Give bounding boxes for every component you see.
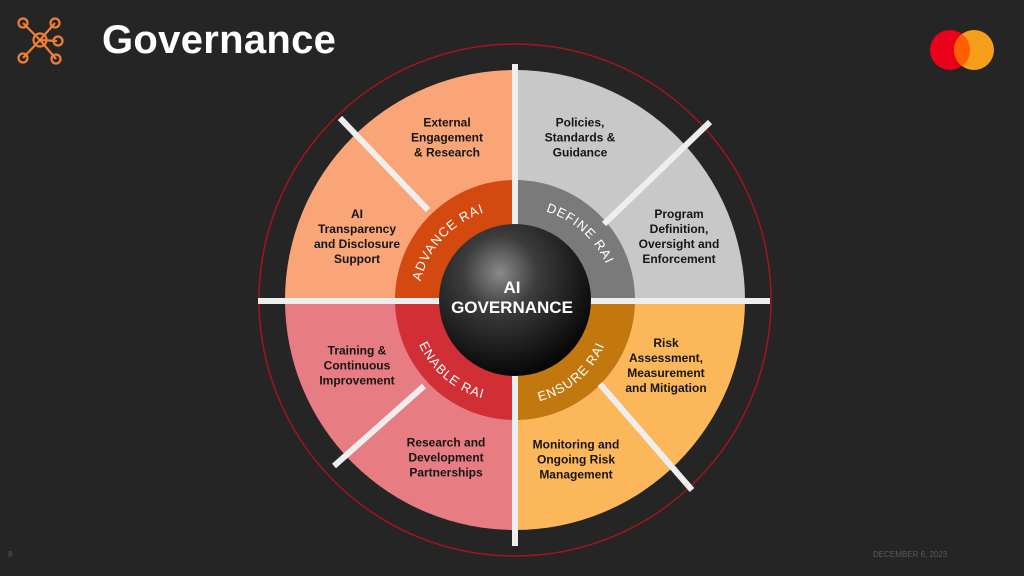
network-nodes-icon — [17, 17, 64, 65]
segment-label-monitoring: Monitoring and Ongoing Risk Management — [532, 437, 620, 482]
mastercard-logo — [930, 30, 994, 70]
center-sphere — [439, 224, 591, 376]
segment-label-program-definition: Program Definition, Oversight and Enforc… — [638, 207, 720, 266]
divider-diagonal-se — [597, 382, 695, 492]
segment-label-ai-transparency: AI Transparency and Disclosure Support — [313, 207, 401, 266]
segment-label-external-engagement: External Engagement & Research — [410, 115, 484, 160]
page-title: Governance — [102, 18, 337, 62]
center-label-line2: GOVERNANCE — [451, 298, 573, 317]
divider-diagonal-sw — [332, 383, 426, 469]
segment-label-training: Training & Continuous Improvement — [319, 343, 395, 388]
divider-diagonal-ne — [601, 119, 713, 227]
page-number: 8 — [8, 550, 13, 559]
footer-date: DECEMBER 6, 2023 — [873, 550, 948, 559]
center-label-line1: AI — [504, 278, 521, 297]
divider-diagonal-nw — [337, 115, 431, 213]
segment-label-risk-assessment: Risk Assessment, Measurement and Mitigat… — [625, 336, 707, 395]
segment-label-policies: Policies, Standards & Guidance — [544, 115, 616, 160]
segment-label-research-development: Research and Development Partnerships — [406, 435, 486, 480]
